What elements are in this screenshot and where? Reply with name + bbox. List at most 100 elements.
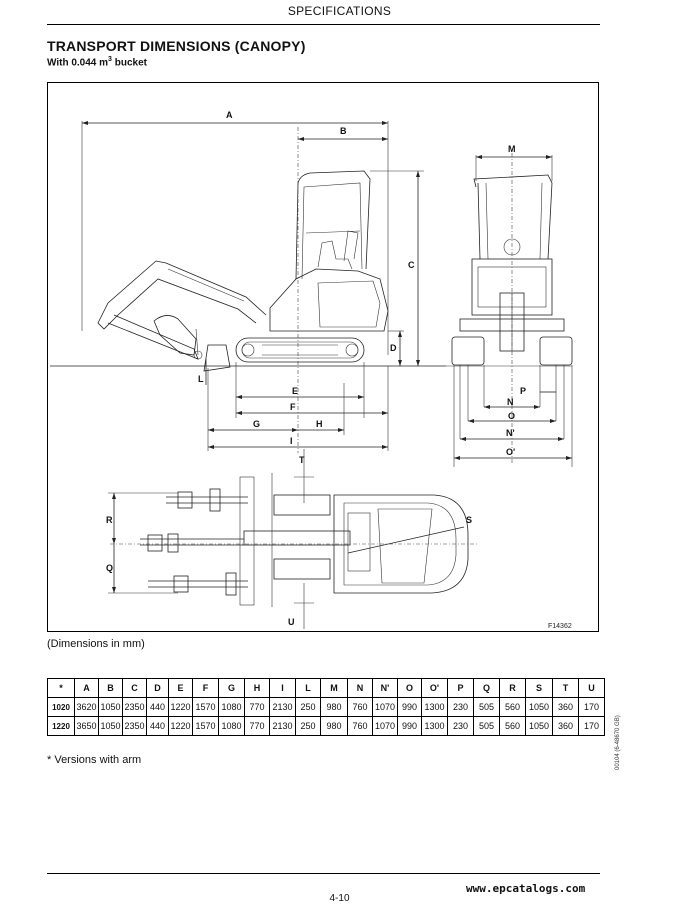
table-cell: 1300 [421, 716, 448, 736]
label-A: A [226, 110, 233, 120]
table-cell: 1050 [98, 716, 123, 736]
front-view: M P N O N' [446, 144, 573, 467]
table-cell: 760 [347, 716, 373, 736]
table-cell: 1570 [192, 716, 219, 736]
table-header-cell: I [269, 678, 296, 698]
table-cell: 360 [552, 697, 579, 717]
table-cell: 3620 [74, 697, 99, 717]
table-header-cell: N' [372, 678, 398, 698]
table-cell: 1300 [421, 697, 448, 717]
dimensions-table: * A B C D E F G H I L M N N' O O' P Q R … [47, 678, 605, 736]
table-cell: 3650 [74, 716, 99, 736]
table-header-cell: O [397, 678, 422, 698]
bottom-rule [47, 873, 600, 874]
table-cell: 250 [295, 697, 321, 717]
label-N: N [507, 397, 514, 407]
table-cell: 230 [447, 716, 474, 736]
page-number: 4-10 [329, 893, 350, 904]
table-cell: 1080 [218, 716, 245, 736]
table-header-cell: G [218, 678, 245, 698]
table-header-cell: D [146, 678, 169, 698]
dimension-drawing: A B C D L E [47, 82, 599, 632]
table-row: 1020 3620 1050 2350 440 1220 1570 1080 7… [47, 697, 605, 717]
table-cell: 440 [146, 697, 169, 717]
table-cell: 560 [499, 697, 526, 717]
figure-code: F14362 [548, 623, 572, 630]
table-cell: 1080 [218, 697, 245, 717]
label-M: M [508, 144, 516, 154]
subtitle-suffix: bucket [111, 57, 147, 69]
table-cell: 770 [244, 716, 270, 736]
label-D: D [390, 343, 397, 353]
document-code: 00104 (6-48670 GB) [615, 715, 621, 770]
label-N-prime: N' [506, 428, 515, 438]
label-S: S [466, 515, 472, 525]
table-header-cell: U [578, 678, 605, 698]
table-header-cell: Q [473, 678, 500, 698]
table-cell: 2130 [269, 716, 296, 736]
table-cell: 760 [347, 697, 373, 717]
label-O-prime: O' [506, 447, 515, 457]
top-view: R Q T U S [106, 449, 478, 629]
table-header-cell: R [499, 678, 526, 698]
machine-drawing-svg: A B C D L E [50, 110, 573, 630]
label-F: F [290, 402, 296, 412]
table-cell: 170 [578, 716, 605, 736]
table-cell: 2350 [122, 697, 147, 717]
label-H: H [316, 419, 323, 429]
table-header-cell: B [98, 678, 123, 698]
label-C: C [408, 260, 415, 270]
label-Q: Q [106, 563, 113, 573]
label-R: R [106, 515, 113, 525]
table-cell: 1050 [525, 716, 553, 736]
table-cell: 505 [473, 716, 500, 736]
table-cell: 990 [397, 697, 422, 717]
top-rule [47, 24, 600, 25]
table-cell: 250 [295, 716, 321, 736]
table-row: 1220 3650 1050 2350 440 1220 1570 1080 7… [47, 716, 605, 736]
table-cell: 2350 [122, 716, 147, 736]
table-cell: 980 [320, 716, 348, 736]
label-G: G [253, 419, 260, 429]
label-E: E [292, 386, 298, 396]
brand-watermark: www.epcatalogs.com [466, 882, 586, 895]
table-cell-model: 1020 [47, 697, 75, 717]
table-header-cell: C [122, 678, 147, 698]
table-cell: 440 [146, 716, 169, 736]
table-cell: 1070 [372, 716, 398, 736]
table-header-cell: S [525, 678, 553, 698]
label-I: I [290, 436, 293, 446]
label-L: L [198, 374, 204, 384]
table-cell: 560 [499, 716, 526, 736]
page-title: TRANSPORT DIMENSIONS (CANOPY) [47, 38, 306, 54]
table-cell: 770 [244, 697, 270, 717]
table-cell: 1220 [168, 697, 193, 717]
table-cell: 170 [578, 697, 605, 717]
table-header-cell: T [552, 678, 579, 698]
label-O: O [508, 411, 515, 421]
table-cell: 1050 [525, 697, 553, 717]
label-T: T [299, 455, 305, 465]
table-cell: 1050 [98, 697, 123, 717]
table-header-cell: P [447, 678, 474, 698]
table-header-cell: E [168, 678, 193, 698]
table-header-cell: O' [421, 678, 448, 698]
table-cell-model: 1220 [47, 716, 75, 736]
table-cell: 1220 [168, 716, 193, 736]
table-cell: 2130 [269, 697, 296, 717]
table-cell: 990 [397, 716, 422, 736]
table-cell: 1570 [192, 697, 219, 717]
table-header-cell: F [192, 678, 219, 698]
footnote: * Versions with arm [47, 754, 142, 766]
subtitle-exponent: 3 [108, 56, 112, 63]
table-cell: 505 [473, 697, 500, 717]
table-header-cell: N [347, 678, 373, 698]
page-subtitle: With 0.044 m3 bucket [47, 56, 147, 68]
subtitle-prefix: With 0.044 m [47, 57, 109, 69]
table-header-cell: H [244, 678, 270, 698]
label-B: B [340, 126, 347, 136]
label-P: P [520, 386, 526, 396]
side-view: A B C D L E [50, 110, 446, 453]
dimensions-note: (Dimensions in mm) [47, 638, 145, 650]
table-cell: 980 [320, 697, 348, 717]
